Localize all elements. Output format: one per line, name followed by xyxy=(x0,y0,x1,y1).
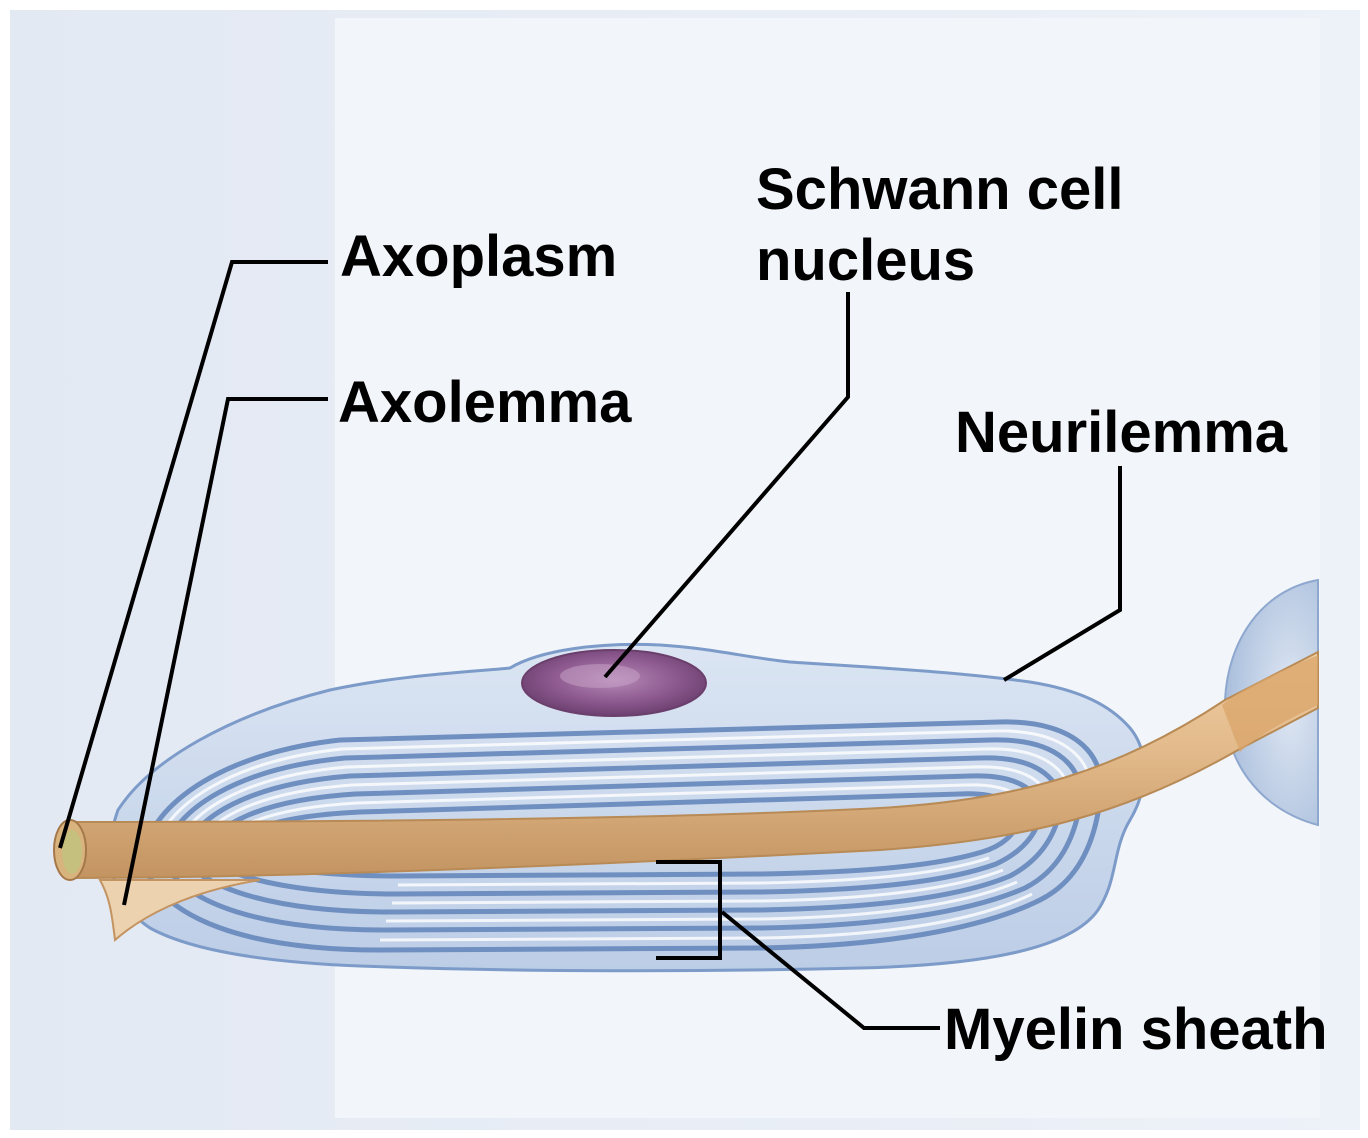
label-schwann-cell-nucleus-line2: nucleus xyxy=(756,226,975,296)
label-axolemma: Axolemma xyxy=(338,368,631,438)
label-neurilemma: Neurilemma xyxy=(955,398,1287,468)
label-myelin-sheath: Myelin sheath xyxy=(944,995,1328,1065)
label-schwann-cell-nucleus-line1: Schwann cell xyxy=(756,155,1123,225)
label-axoplasm: Axoplasm xyxy=(340,222,617,292)
nucleus-highlight xyxy=(560,664,640,688)
